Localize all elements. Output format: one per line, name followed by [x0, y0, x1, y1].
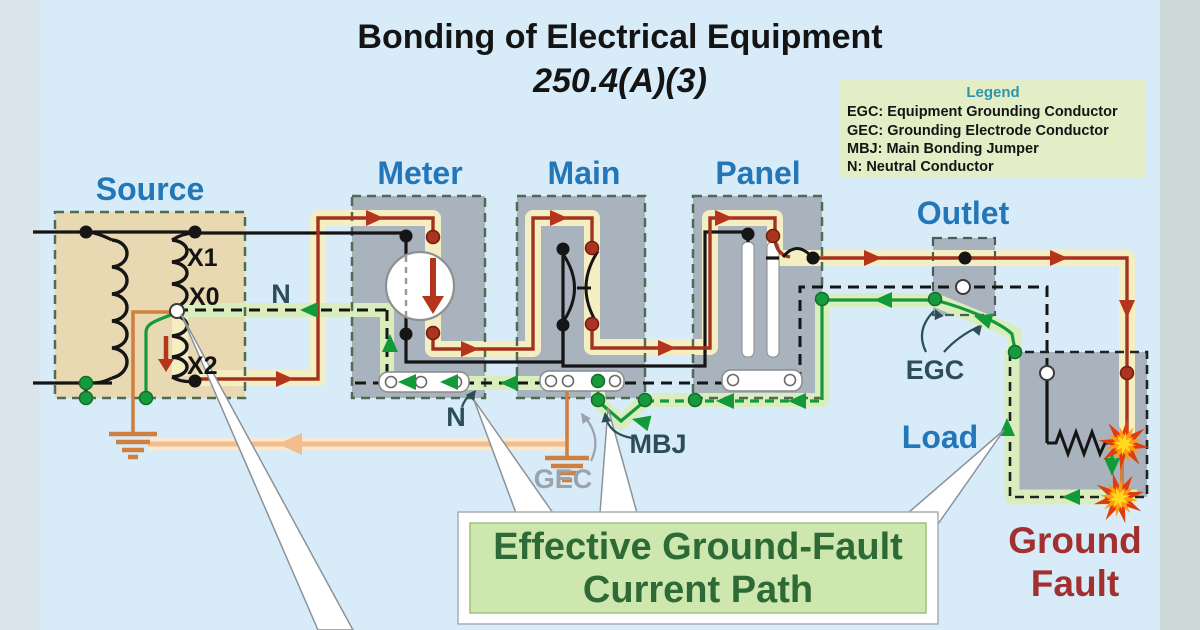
- mbj-label: MBJ: [629, 429, 686, 459]
- outlet-label: Outlet: [917, 195, 1010, 231]
- legend: Legend EGC: Equipment Grounding Conducto…: [840, 80, 1145, 178]
- egc-label: EGC: [906, 355, 965, 385]
- transformer-primary-coil: [111, 238, 129, 380]
- diagram-title: Bonding of Electrical Equipment 250.4(A)…: [357, 18, 882, 100]
- gec-label: GEC: [534, 464, 593, 494]
- ground-fault-spark-upper: [1098, 418, 1150, 470]
- earth-arrow: [278, 433, 302, 455]
- gec-leader-head: [581, 413, 591, 425]
- effective-path-callout: Effective Ground-Fault Current Path: [457, 511, 939, 625]
- panel-label: Panel: [715, 155, 800, 191]
- panel-breaker: [781, 247, 812, 258]
- x1-label: X1: [187, 244, 218, 272]
- ground-fault-label-line1: Ground: [1008, 520, 1142, 561]
- left-edge-strip: [0, 0, 40, 630]
- neutral-bus-bars: [378, 369, 803, 393]
- title-line2: 250.4(A)(3): [532, 62, 707, 100]
- service-ground-rod: [545, 455, 589, 483]
- connection-dots: [78, 225, 1135, 408]
- right-edge-strip: [1160, 0, 1200, 630]
- main-label: Main: [548, 155, 621, 191]
- callout-line1: Effective Ground-Fault: [493, 526, 903, 568]
- callout-line2: Current Path: [583, 569, 813, 611]
- legend-heading: Legend: [966, 84, 1019, 101]
- neutral-label-bus: N: [446, 402, 466, 432]
- legend-box: [840, 80, 1145, 178]
- legend-item-mbj: MBJ: Main Bonding Jumper: [847, 141, 1039, 157]
- meter-label: Meter: [377, 155, 462, 191]
- load-label: Load: [902, 419, 978, 455]
- source-ground-rod: [109, 431, 157, 460]
- panel-bar-1: [741, 241, 755, 358]
- x2-label: X2: [187, 352, 218, 380]
- neutral-label-source: N: [271, 279, 291, 309]
- bus-current-arrows: [398, 374, 458, 390]
- x0-label: X0: [189, 283, 220, 311]
- meter-device: [384, 250, 456, 322]
- section-labels: Source Meter Main Panel Outlet Load: [96, 155, 1010, 455]
- title-line1: Bonding of Electrical Equipment: [357, 18, 882, 56]
- wire-annotations: X1 X0 X2 N N GEC MBJ EGC Ground Fault: [187, 244, 1142, 604]
- annotation-leader-heads: [465, 309, 982, 423]
- ground-fault-spark-lower: [1093, 472, 1145, 524]
- legend-item-egc: EGC: Equipment Grounding Conductor: [847, 104, 1118, 120]
- x0-callout-pointer: [180, 313, 354, 630]
- source-label: Source: [96, 171, 204, 207]
- coil-current-arrowhead: [158, 359, 174, 372]
- ground-fault-label-line2: Fault: [1031, 563, 1119, 604]
- legend-item-gec: GEC: Grounding Electrode Conductor: [847, 123, 1109, 139]
- legend-item-n: N: Neutral Conductor: [847, 159, 994, 175]
- fault-current-arrows: [276, 210, 1135, 387]
